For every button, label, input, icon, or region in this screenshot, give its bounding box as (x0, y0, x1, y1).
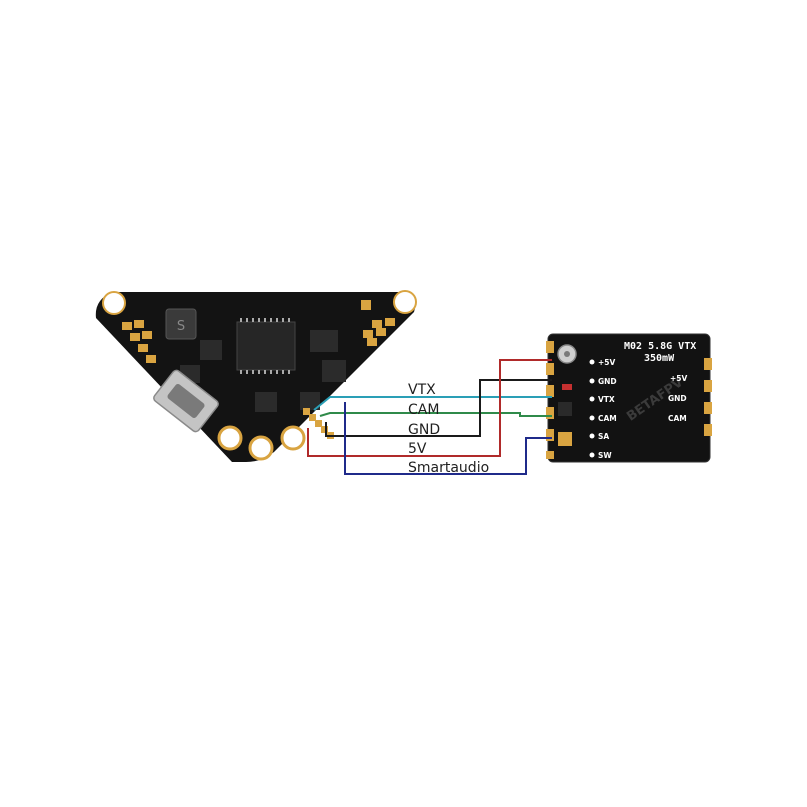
fc-mount-hole-bottom-mid (248, 435, 274, 461)
fc-small-chip-4 (255, 392, 277, 412)
fc-mount-hole-top-right (393, 290, 417, 314)
vtx-title: M02 5.8G VTX (624, 341, 696, 352)
fc-plus-label: + (242, 459, 252, 473)
wire-cam (319, 412, 552, 417)
fc-small-chip-3 (322, 360, 346, 382)
fc-motor-pads-left (122, 320, 156, 363)
vtx-chip (558, 402, 572, 416)
fc-motor-pads-right (363, 318, 395, 346)
wire-labels: VTX CAM GND 5V Smartaudio (408, 382, 489, 476)
vtx-right-label-cam: CAM (668, 414, 687, 423)
vtx-left-pad-labels: +5V GND VTX CAM SA SW (589, 358, 617, 460)
wire-label-cam: CAM (408, 402, 439, 418)
fc-gold-pad (361, 300, 371, 310)
wires (307, 359, 552, 475)
vtx-right-label-gnd: GND (668, 394, 687, 403)
wire-label-smartaudio: Smartaudio (408, 460, 489, 476)
vtx-right-label-5v: +5V (670, 374, 688, 383)
vtx-button (558, 432, 572, 446)
vtx-left-pins (546, 341, 554, 459)
vtx-pad-label-sa: SA (598, 432, 609, 441)
vtx-subtitle: 350mW (644, 353, 675, 364)
vtx-right-pad-labels: +5V GND CAM (668, 374, 688, 423)
vtx-pad-label-5v: +5V (598, 358, 616, 367)
vtx-pad-label-gnd: GND (598, 377, 617, 386)
fc-mount-hole-bottom-right (280, 425, 306, 451)
wire-gnd (325, 379, 552, 437)
vtx-pad-label-sw: SW (598, 451, 612, 460)
wire-5v (307, 359, 552, 457)
fc-main-chip (236, 321, 296, 371)
fc-mount-hole-top-left (102, 291, 126, 315)
fc-small-chip-2 (310, 330, 338, 352)
vtx-red-led (562, 384, 572, 390)
fc-mount-hole-bottom-left (217, 425, 243, 451)
vtx-pad-label-cam: CAM (598, 414, 617, 423)
vtx-pad-label-vtx: VTX (598, 395, 615, 404)
wire-vtx (313, 396, 552, 411)
wire-label-5v: 5V (408, 441, 427, 457)
fc-usb-port (153, 369, 219, 433)
svg-text:S: S (177, 319, 185, 334)
fc-small-chip-5 (300, 392, 320, 410)
wire-label-vtx: VTX (408, 382, 436, 398)
fc-small-chip-1 (200, 340, 222, 360)
fc-minus-label: - (288, 459, 293, 473)
wire-smartaudio (344, 402, 552, 475)
vtx-module-board: BETAFPV M02 5.8G VTX 350mW (546, 333, 712, 463)
wire-label-gnd: GND (408, 422, 440, 438)
vtx-right-pins (704, 358, 712, 436)
fc-inductor (165, 308, 197, 340)
flight-controller-board: S + - (95, 290, 417, 473)
